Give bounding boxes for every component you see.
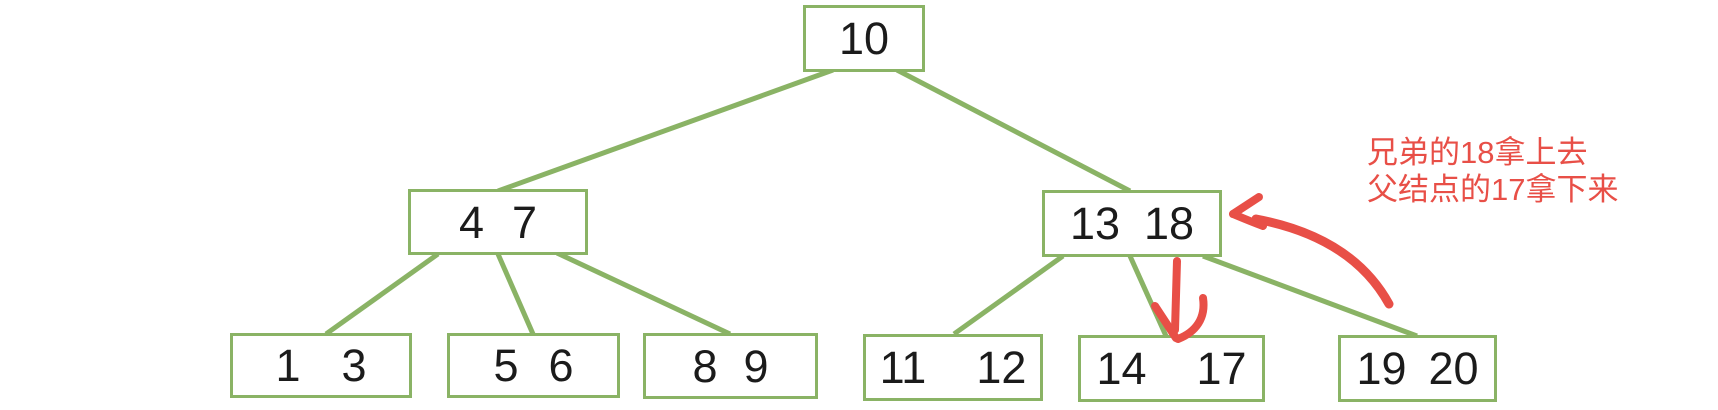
tree-edge [952,253,1065,337]
node-key: 13 [1069,198,1120,249]
node-key: 18 [1144,198,1195,249]
annotation-line: 兄弟的18拿上去 [1367,135,1588,170]
tree-edge [1127,254,1169,338]
tree-node-11-12: 11 12 [863,334,1043,401]
node-key: 8 [692,340,718,392]
node-key: 6 [548,340,574,391]
node-key: 12 [976,342,1027,393]
node-key: 3 [341,340,367,391]
node-key: 14 [1096,343,1147,394]
node-key: 7 [512,196,538,248]
node-key: 1 [275,340,301,391]
node-key: 11 [879,342,927,393]
tree-node-14-17: 14 17 [1078,335,1265,402]
node-key: 4 [458,196,484,248]
node-key: 5 [493,340,519,391]
annotation-line: 父结点的17拿下来 [1367,172,1619,207]
tree-edge [555,250,732,337]
tree-edge [495,252,536,336]
tree-edge [1202,253,1418,339]
node-key: 19 [1356,343,1407,394]
red-curved-arrow [1229,193,1394,309]
node-key: 20 [1428,343,1479,394]
node-key: 10 [838,13,890,64]
tree-edge [497,67,834,194]
tree-node-13-18: 13 18 [1042,190,1222,257]
annotation-note: 兄弟的18拿上去 父结点的17拿下来 [1367,134,1618,208]
node-key: 9 [743,340,769,392]
tree-node-10: 10 [803,5,925,72]
red-down-arrow [1151,257,1208,343]
tree-edge [895,67,1132,194]
node-key: 17 [1196,343,1247,394]
tree-edge [324,251,440,337]
